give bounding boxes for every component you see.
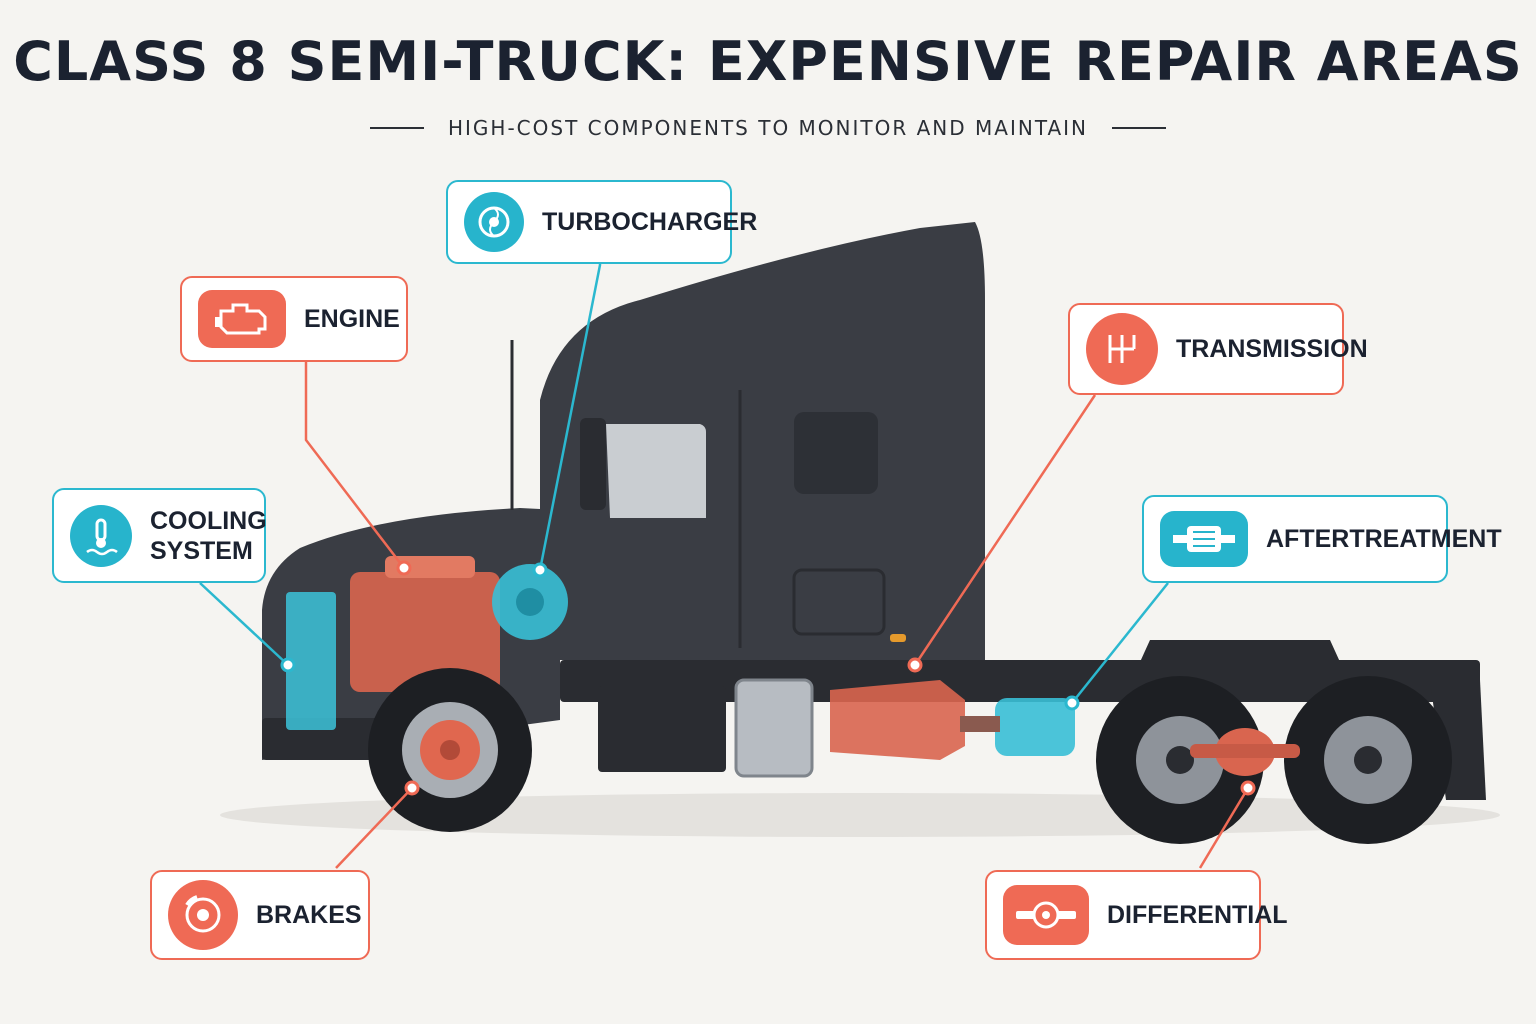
leader-engine [304,362,405,569]
axle-gear-icon [1003,885,1089,945]
callout-turbocharger: TURBOCHARGER [446,180,757,264]
leader-differential [1198,787,1250,869]
anchor-differential [1240,780,1256,796]
brake-disc-icon [168,880,238,950]
subtitle-rule-left [369,127,424,129]
front-hub [440,740,460,760]
anchor-transmission [907,657,923,673]
marker-light [890,634,906,642]
leader-aftertreatment [1071,582,1169,704]
fifth-wheel [1140,640,1340,662]
callout-label: COOLING SYSTEM [150,506,267,565]
axle-housing [1190,744,1300,758]
callout-brakes: BRAKES [150,870,370,960]
subtitle-rule-right [1112,127,1167,129]
side-mirror [580,418,606,510]
storage-door [792,568,886,636]
fuel-tank [734,678,814,778]
leader-transmission [913,394,1097,666]
anchor-aftertreatment [1064,695,1080,711]
callout-label: AFTERTREATMENT [1266,525,1502,553]
filter-icon [1160,511,1248,567]
leader-brakes [335,787,413,869]
step-box [598,686,726,772]
cab-window [606,424,706,518]
callout-engine: ENGINE [180,276,408,362]
subtitle-row: HIGH-COST COMPONENTS TO MONITOR AND MAIN… [0,116,1536,140]
turbo-icon [464,192,524,252]
page-subtitle: HIGH-COST COMPONENTS TO MONITOR AND MAIN… [447,116,1089,140]
thermometer-icon [70,504,132,567]
sleeper-window [794,412,878,494]
rear-hub-2 [1354,746,1382,774]
gear-shift-icon [1086,313,1158,385]
engine-highlight [350,572,500,692]
transmission-highlight [830,680,965,760]
anchor-turbocharger [532,562,548,578]
callout-aftertreatment: AFTERTREATMENT [1142,495,1502,583]
aftertreatment-highlight [995,698,1075,756]
anchor-brakes [404,780,420,796]
callout-label: DIFFERENTIAL [1107,901,1288,929]
driveshaft [960,716,1000,732]
anchor-engine [396,560,412,576]
anchor-cooling [280,657,296,673]
callout-label: ENGINE [304,305,400,333]
callout-cooling-system: COOLING SYSTEM [52,488,267,583]
page-title: CLASS 8 SEMI-TRUCK: EXPENSIVE REPAIR ARE… [13,30,1523,93]
radiator-highlight [286,592,336,730]
callout-label: TRANSMISSION [1176,335,1368,363]
turbo-core [516,588,544,616]
engine-icon [198,290,286,348]
callout-differential: DIFFERENTIAL [985,870,1288,960]
callout-transmission: TRANSMISSION [1068,303,1368,395]
callout-label: BRAKES [256,901,362,929]
truck-cab [540,222,985,660]
rear-hub-1 [1166,746,1194,774]
leader-cooling [199,582,289,666]
callout-label: TURBOCHARGER [542,208,758,236]
